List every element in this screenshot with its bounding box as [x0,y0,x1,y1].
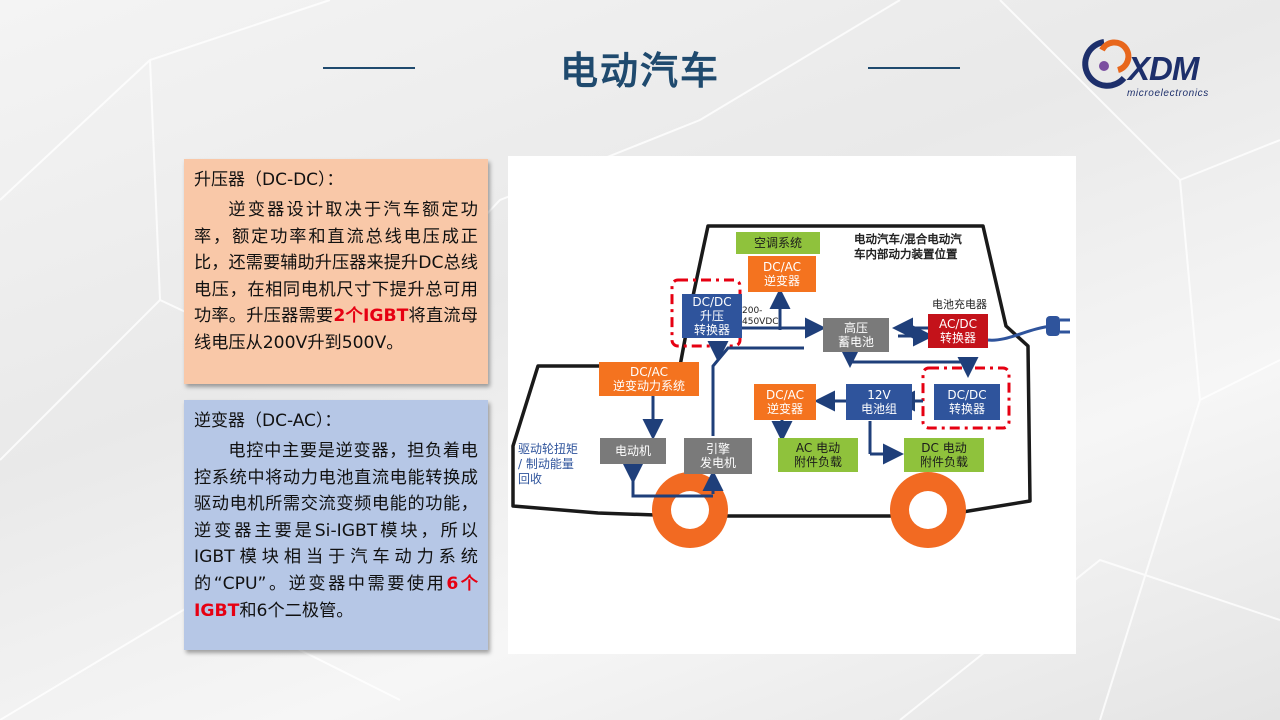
acdc-converter-line-1: AC/DC [938,317,978,331]
boost-igbt-count: 2个IGBT [333,306,409,327]
inverter-panel: 逆变器（DC-AC）： 电控中主要是逆变器，担负着电控系统中将动力电池直流电能转… [184,400,488,650]
boost-converter-text: 逆变器设计取决于汽车额定功率，额定功率和直流总线电压成正比，还需要辅助升压器来提… [194,197,478,357]
diagram-caption: 电动汽车/混合电动汽 车内部动力装置位置 [854,232,962,262]
dcac-powertrain-box: DC/AC 逆变动力系统 [599,362,699,396]
title-line-right [868,67,960,69]
dcdc-converter-box: DC/DC 转换器 [934,384,1000,420]
dcac-inverter-mid-box: DC/AC 逆变器 [754,384,816,420]
boost-converter-heading: 升压器（DC-DC）： [194,170,344,190]
inverter-text: 电控中主要是逆变器，担负着电控系统中将动力电池直流电能转换成驱动电机所需交流变频… [194,438,478,624]
engine-generator-line-2: 发电机 [699,456,736,470]
dcac-inverter-top-line-1: DC/AC [762,260,802,274]
inverter-text-part-1: 电控中主要是逆变器，担负着电控系统中将动力电池直流电能转换成驱动电机所需交流变频… [194,441,478,594]
hv-battery-box: 高压 蓄电池 [823,318,889,352]
dcac-powertrain-line-2: 逆变动力系统 [612,379,685,393]
inverter-igbt-count: 6个IGBT [194,573,478,621]
dc-load-box: DC 电动 附件负载 [904,438,984,472]
ac-load-line-1: AC 电动 [795,441,841,455]
voltage-label-line-1: 200- [742,306,763,316]
acdc-converter-box: AC/DC 转换器 [928,314,988,348]
engine-generator-line-1: 引擎 [705,442,730,456]
dcdc-boost-line-1: DC/DC [692,295,732,309]
12v-battery-box: 12V 电池组 [846,384,912,420]
dcac-inverter-mid-line-2: 逆变器 [766,402,803,416]
dcac-inverter-top-line-2: 逆变器 [763,274,800,288]
dc-load-line-2: 附件负载 [919,455,968,469]
12v-battery-line-2: 电池组 [860,402,897,416]
dcdc-boost-line-3: 转换器 [693,323,730,337]
motor-box: 电动机 [600,438,666,464]
boost-text-part-2: 将直流母线电压从200V升到500V。 [194,306,478,353]
ev-powertrain-diagram: 电动汽车/混合电动汽 车内部动力装置位置 电池充电器 200- 450VDC 驱… [508,156,1076,654]
voltage-label: 200- 450VDC [742,306,779,328]
boost-converter-panel: 升压器（DC-DC）： 逆变器设计取决于汽车额定功率，额定功率和直流总线电压成正… [184,159,488,384]
aircon-box: 空调系统 [736,232,820,254]
rear-wheel-icon [890,472,966,548]
boost-text-part-1: 逆变器设计取决于汽车额定功率，额定功率和直流总线电压成正比，还需要辅助升压器来提… [194,200,478,327]
diagram-caption-line-1: 电动汽车/混合电动汽 [854,232,962,246]
dcac-inverter-mid-line-1: DC/AC [765,388,805,402]
company-logo: XDM microelectronics [1074,36,1224,102]
charging-plug-icon [987,316,1070,342]
title-line-left [323,67,415,69]
dc-load-line-1: DC 电动 [921,441,967,455]
inverter-heading: 逆变器（DC-AC）： [194,411,342,431]
regen-label-line-1: 驱动轮扭矩 [518,442,579,456]
dcdc-converter-highlight [921,366,1011,430]
12v-battery-line-1: 12V [867,388,891,402]
dcdc-converter-line-1: DC/DC [947,388,987,402]
dcdc-converter-line-2: 转换器 [948,402,985,416]
logo-tagline: microelectronics [1127,88,1209,99]
ac-load-box: AC 电动 附件负载 [778,438,858,472]
inverter-text-part-2: 和6个二极管。 [239,600,354,621]
front-wheel-icon [652,472,728,548]
charger-label: 电池充电器 [932,298,987,311]
page-title: 电动汽车 [559,49,720,93]
dcac-powertrain-line-1: DC/AC [629,365,669,379]
dcac-inverter-top-box: DC/AC 逆变器 [748,256,816,292]
engine-generator-box: 引擎 发电机 [684,438,752,474]
acdc-converter-line-2: 转换器 [939,331,976,345]
regen-label: 驱动轮扭矩 / 制动能量 回收 [518,442,578,487]
logo-name: XDM [1128,50,1199,87]
voltage-label-line-2: 450VDC [742,317,779,327]
regen-label-line-3: 回收 [518,472,543,486]
hv-battery-line-2: 蓄电池 [837,335,874,349]
hv-battery-line-1: 高压 [843,321,868,335]
logo-swirl-icon [1082,39,1132,89]
dcdc-boost-line-2: 升压 [699,309,724,323]
ac-load-line-2: 附件负载 [793,455,842,469]
diagram-caption-line-2: 车内部动力装置位置 [854,247,958,261]
regen-label-line-2: / 制动能量 [518,457,574,471]
dcdc-boost-box: DC/DC 升压 转换器 [682,294,742,338]
